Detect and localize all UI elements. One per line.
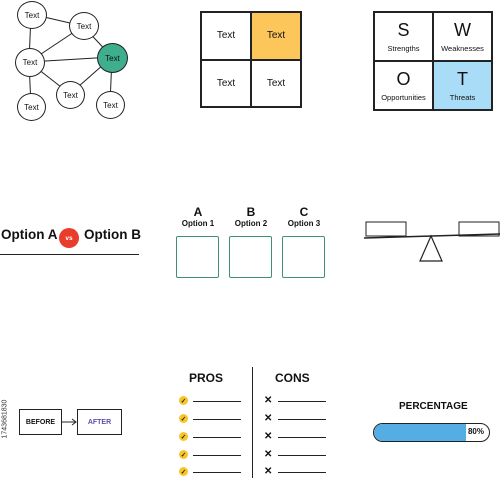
option-box — [176, 236, 219, 278]
two-by-two-grid: Text Text Text Text — [200, 11, 302, 108]
progress-value: 80% — [467, 427, 484, 436]
option-label: Option 3 — [287, 219, 321, 228]
versus-left-label: Option A — [1, 227, 58, 242]
check-icon: ✓ — [179, 396, 188, 405]
pros-line — [193, 437, 241, 438]
balance-scale-icon — [363, 221, 500, 262]
versus-right-label: Option B — [84, 227, 141, 242]
network-node-highlighted: Text — [97, 43, 128, 73]
pros-cons-divider — [252, 367, 253, 478]
swot-word: Opportunities — [381, 93, 426, 102]
swot-letter: S — [397, 20, 410, 40]
percentage-title: PERCENTAGE — [399, 401, 468, 412]
check-icon: ✓ — [179, 432, 188, 441]
option-letter: A — [193, 205, 203, 219]
option-letter: C — [299, 205, 309, 219]
cons-line — [278, 437, 326, 438]
cons-line — [278, 472, 326, 473]
swot-letter: O — [396, 69, 411, 89]
cons-line — [278, 401, 326, 402]
check-icon: ✓ — [179, 450, 188, 459]
option-column: A Option 1 — [175, 205, 221, 229]
option-column: C Option 3 — [281, 205, 327, 229]
option-box — [229, 236, 272, 278]
cross-icon: ✕ — [264, 431, 273, 442]
option-label: Option 1 — [181, 219, 215, 228]
versus-underline — [0, 254, 139, 255]
cross-icon: ✕ — [264, 449, 273, 460]
side-id-text: 1743681830 — [1, 399, 9, 439]
arrow-right-icon — [62, 418, 77, 426]
pros-line — [193, 472, 241, 473]
grid-cell-highlighted: Text — [251, 12, 301, 60]
network-node: Text — [56, 81, 85, 109]
network-node: Text — [17, 1, 47, 29]
cross-icon: ✕ — [264, 466, 273, 477]
after-box: AFTER — [77, 409, 122, 435]
swot-strengths: S Strengths — [374, 12, 433, 61]
cons-line — [278, 455, 326, 456]
swot-word: Threats — [449, 93, 476, 102]
progress-fill — [374, 424, 466, 441]
swot-weaknesses: W Weaknesses — [433, 12, 492, 61]
pros-line — [193, 401, 241, 402]
network-node: Text — [15, 48, 45, 77]
swot-letter: W — [454, 20, 471, 40]
option-box — [282, 236, 325, 278]
pros-title: PROS — [189, 371, 224, 385]
network-node: Text — [17, 93, 46, 121]
swot-word: Strengths — [387, 44, 420, 53]
progress-bar: 80% — [373, 423, 490, 442]
cross-icon: ✕ — [264, 395, 273, 406]
before-box: BEFORE — [19, 409, 62, 435]
grid-cell: Text — [201, 12, 251, 60]
option-column: B Option 2 — [228, 205, 274, 229]
swot-word: Weaknesses — [441, 44, 484, 53]
check-icon: ✓ — [179, 467, 188, 476]
cons-line — [278, 419, 326, 420]
option-letter: B — [246, 205, 256, 219]
cons-title: CONS — [275, 371, 310, 385]
swot-opportunities: O Opportunities — [374, 61, 433, 110]
grid-cell: Text — [251, 59, 301, 107]
cross-icon: ✕ — [264, 413, 273, 424]
network-node: Text — [69, 12, 99, 40]
option-label: Option 2 — [234, 219, 268, 228]
swot-letter: T — [457, 69, 468, 89]
versus-badge: vs — [59, 228, 79, 248]
grid-cell: Text — [201, 59, 251, 107]
swot-threats: T Threats — [433, 61, 492, 110]
network-node: Text — [96, 91, 125, 119]
check-icon: ✓ — [179, 414, 188, 423]
swot-matrix: S Strengths W Weaknesses O Opportunities… — [373, 11, 493, 111]
pros-line — [193, 455, 241, 456]
pros-line — [193, 419, 241, 420]
